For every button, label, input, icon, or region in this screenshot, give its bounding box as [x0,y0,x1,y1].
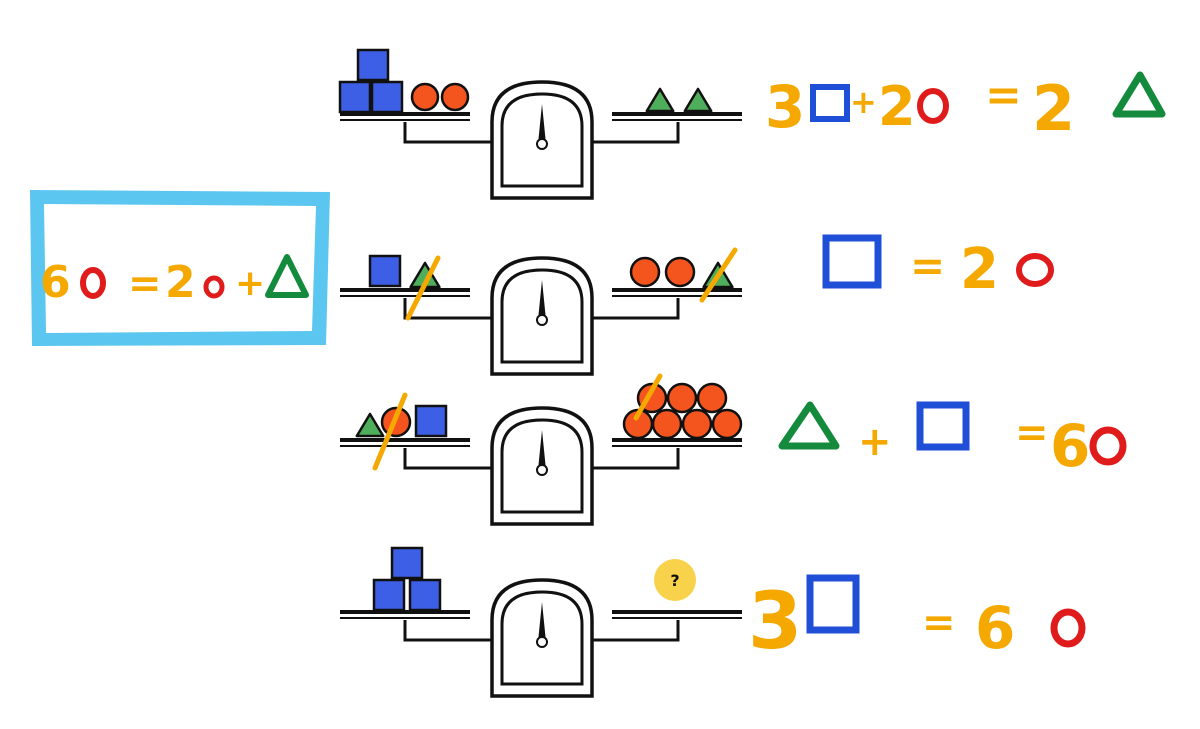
square-icon [822,234,882,289]
triangle-icon [683,87,713,113]
eq3-plus: + [858,419,892,465]
ball-icon [696,382,728,414]
cube-icon [338,80,372,114]
scale-dial [500,590,584,686]
ball-icon [410,82,440,112]
cube-icon [414,404,448,438]
eq2-equals: = [910,241,945,290]
square-icon [806,574,860,634]
right-arm [592,448,680,470]
left-arm [403,298,492,320]
equation-4: 3 = 6 [748,574,1086,667]
square-icon [916,401,970,451]
needle-icon [538,280,546,320]
needle-icon [538,104,546,144]
eq1-coef-triangle: 2 [1032,72,1075,145]
scale-dial [500,418,584,514]
eq3-equals: = [1015,410,1049,456]
boxed-equation: 6 = 2 + [30,190,330,346]
cube-icon [368,254,402,288]
triangle-icon [355,412,385,438]
equation-2: = 2 [822,234,1054,302]
equation-3: + = 6 [778,401,1127,480]
circle-icon [1016,253,1054,287]
left-arm [403,448,492,470]
ball-icon [629,256,661,288]
scale-2 [340,247,742,376]
triangle-icon [265,254,309,298]
circle-icon [80,267,106,299]
eq1-coef-square: 3 [765,73,805,141]
scale-dial [500,268,584,364]
square-icon [810,84,850,122]
boxed-coef-o: 6 [40,257,71,308]
cancel-slash [699,247,738,303]
scale-dial [500,92,584,188]
needle-icon [538,602,546,642]
highlight-box [30,190,330,346]
eq3-coef-o: 6 [1050,412,1090,480]
eq4-coef-square: 3 [748,577,802,667]
scale-1 [338,48,742,200]
cancel-slash [405,255,441,321]
needle-icon [538,430,546,470]
needle-pivot [536,636,548,648]
equation-1: 3 + 2 = 2 [765,70,1166,145]
ball-icon [440,82,470,112]
triangle-icon [1112,71,1166,118]
cancel-slash [372,392,408,471]
eq2-coef-o: 2 [960,237,999,302]
cube-icon [372,578,406,612]
question-mark: ? [670,571,679,590]
eq1-plus: + [850,83,877,121]
right-arm [592,620,680,642]
cancel-slash [633,373,663,421]
ball-icon [681,408,713,440]
boxed-plus: + [235,263,265,304]
ball-icon [664,256,696,288]
ball-icon [651,408,683,440]
scale-4: ? [340,546,742,698]
question-bubble [654,559,696,601]
scales: ? [338,48,743,698]
cube-icon [356,48,390,82]
eq1-coef-o: 2 [878,75,916,138]
boxed-equals: = [128,261,162,307]
ball-icon [666,382,698,414]
triangle-icon [778,401,840,450]
needle-pivot [536,464,548,476]
circle-icon [1050,608,1086,648]
unknown-weight: ? [654,559,696,601]
needle-pivot [536,314,548,326]
scale-3 [340,373,743,526]
triangle-icon [645,87,675,113]
cube-icon [408,578,442,612]
boxed-coef-o2: 2 [165,257,196,308]
needle-pivot [536,138,548,150]
cube-icon [390,546,424,580]
circle-icon [203,275,225,299]
eq4-coef-o: 6 [975,594,1015,662]
cube-icon [370,80,404,114]
eq4-equals: = [922,600,956,646]
right-arm [592,298,680,320]
circle-icon [917,88,949,124]
ball-icon [711,408,743,440]
left-arm [403,122,492,144]
eq1-equals: = [985,70,1022,121]
circle-icon [1089,426,1127,466]
right-arm [592,122,680,144]
left-arm [403,620,492,642]
